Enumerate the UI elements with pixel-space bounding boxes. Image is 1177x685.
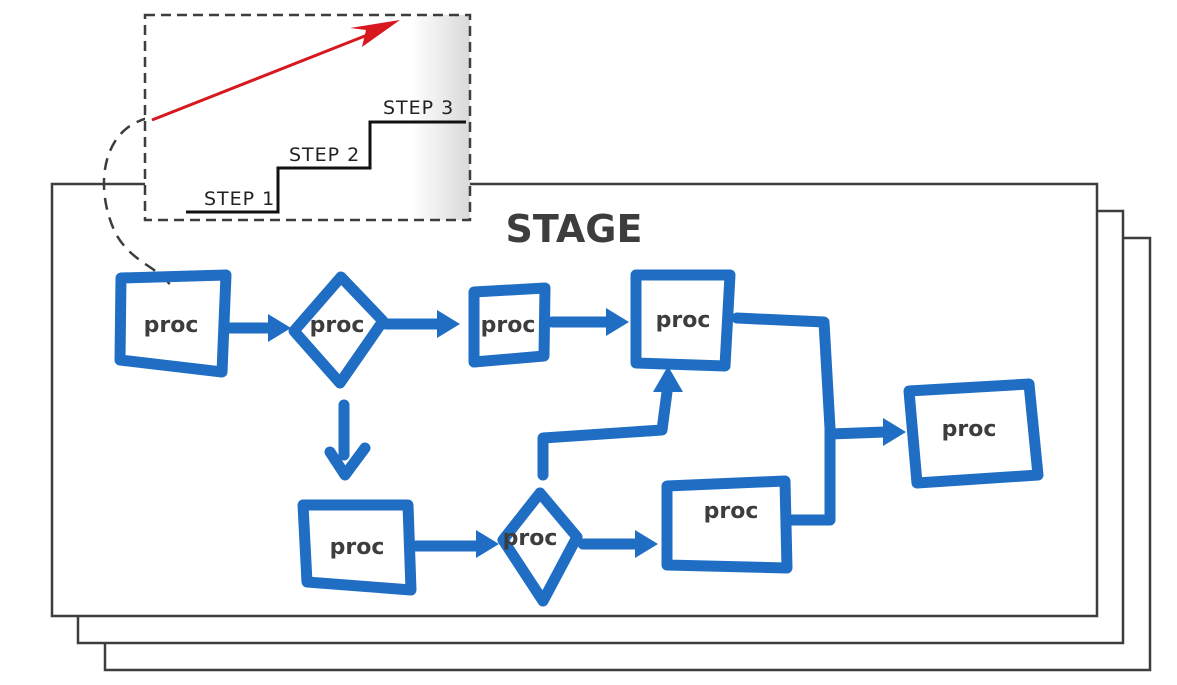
node-n5-shape <box>297 499 417 596</box>
node-n5: proc <box>297 499 417 596</box>
arrow-head-n3-n4 <box>606 308 629 336</box>
node-n6-label: proc <box>503 526 558 551</box>
node-n4-shape <box>630 269 736 372</box>
node-n8-label: proc <box>942 417 997 442</box>
steps-callout: STEP 1 STEP 2 STEP 3 <box>143 13 472 222</box>
connectors <box>223 308 906 558</box>
arrow-n4-merge <box>731 312 836 434</box>
arrow-head-n6-n4 <box>653 366 683 392</box>
arrow-head-n1-n2 <box>268 314 291 342</box>
arrow-merge-n8 <box>824 426 891 440</box>
node-n7: proc <box>661 475 793 574</box>
node-n8-shape <box>903 378 1044 489</box>
node-n3: proc <box>468 282 551 368</box>
arrow-head-n2-n5 <box>324 442 371 481</box>
callout-border <box>143 13 472 222</box>
node-n6: proc <box>497 487 583 607</box>
growth-arrow-shaft <box>151 30 376 122</box>
node-n8: proc <box>903 378 1044 489</box>
step-1-label: STEP 1 <box>204 188 275 210</box>
arrow-n6-n4 <box>537 386 673 481</box>
arrow-head-n5-n6 <box>476 530 499 558</box>
node-n3-label: proc <box>481 313 536 338</box>
arrow-head-merge-n8 <box>883 418 906 446</box>
callout-image <box>145 15 470 220</box>
node-n4-label: proc <box>656 308 711 333</box>
callout-connector <box>102 116 172 286</box>
node-n1-shape <box>114 269 232 378</box>
node-n2-label: proc <box>310 313 365 338</box>
node-n1-label: proc <box>144 313 199 338</box>
node-n6-shape <box>497 487 583 607</box>
step-3-label: STEP 3 <box>383 97 454 119</box>
arrow-head-n6-n7 <box>635 530 658 558</box>
staircase-line <box>186 120 466 214</box>
node-n3-shape <box>468 282 551 368</box>
stage-frame-front <box>50 182 1099 618</box>
growth-arrow-head <box>350 20 400 47</box>
arrow-n7-merge <box>784 422 836 526</box>
node-n7-label: proc <box>704 499 759 524</box>
step-2-label: STEP 2 <box>289 144 360 166</box>
node-n1: proc <box>114 269 232 378</box>
node-n5-label: proc <box>330 535 385 560</box>
node-n2-shape <box>288 271 389 389</box>
arrow-head-n2-n3 <box>437 310 460 338</box>
stage-title: STAGE <box>506 207 643 251</box>
node-n7-shape <box>661 475 793 574</box>
node-n4: proc <box>630 269 736 372</box>
node-n2: proc <box>288 271 389 389</box>
